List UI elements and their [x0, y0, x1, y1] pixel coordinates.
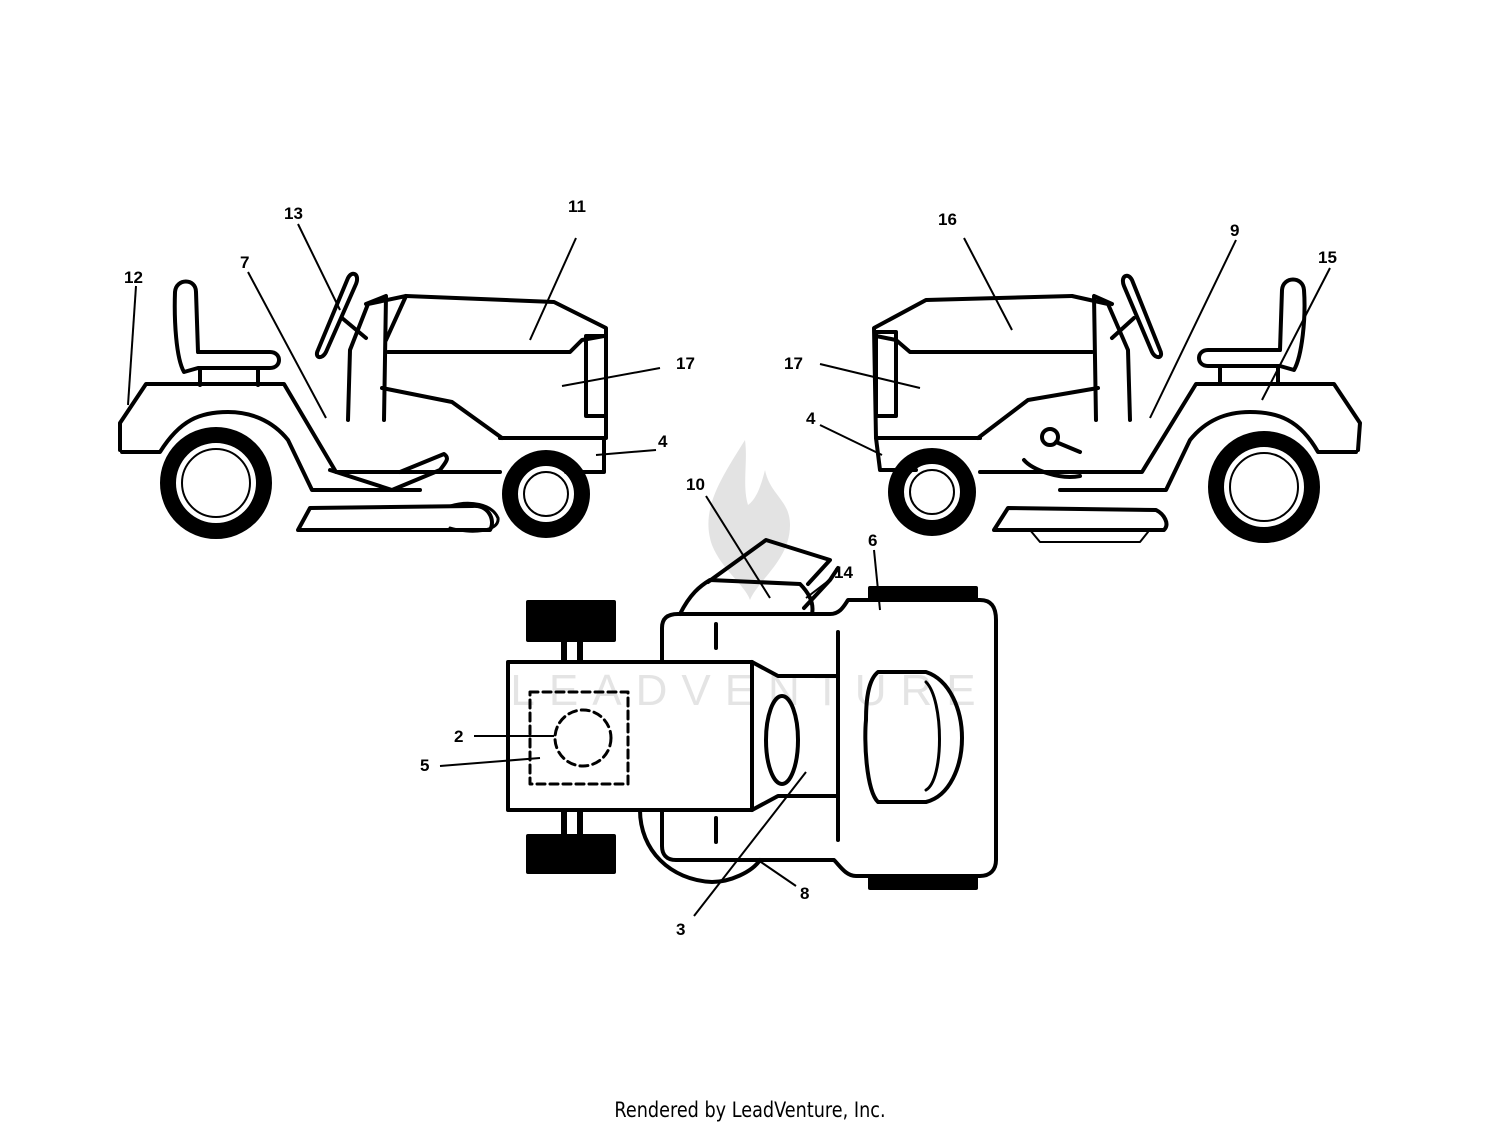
tractor-top-view: [506, 538, 998, 890]
callout-16: 16: [938, 210, 957, 229]
callout-5: 5: [420, 756, 429, 775]
top-view-callouts: 10 14 6 2 5 3 8: [420, 475, 877, 939]
callout-14: 14: [834, 563, 853, 582]
footer-credit: Rendered by LeadVenture, Inc.: [614, 1098, 886, 1122]
right-view-leader-lines: [819, 237, 1331, 456]
hood: [872, 294, 1074, 440]
steering-wheel: [315, 271, 359, 359]
callout-4: 4: [806, 409, 816, 428]
callout-6: 6: [868, 531, 877, 550]
callout-11: 11: [568, 197, 586, 216]
callout-12: 12: [124, 268, 143, 287]
discharge-chute: [678, 578, 815, 616]
right-view-callouts: 16 9 15 17 4: [784, 210, 1337, 428]
hood-top: [863, 670, 964, 804]
callout-17: 17: [784, 354, 803, 373]
callout-7: 7: [240, 253, 249, 272]
callout-8: 8: [800, 884, 809, 903]
rear-wheel: [1208, 431, 1320, 543]
rear-wheel-bottom: [526, 834, 616, 874]
left-view-leader-lines: [127, 223, 661, 456]
top-view-leader-lines: [439, 495, 881, 917]
left-view-callouts: 12 13 7 11 17 4: [124, 197, 695, 451]
watermark-flame-icon: [708, 440, 790, 600]
rear-fender: [118, 382, 502, 474]
hood: [404, 294, 608, 440]
callout-13: 13: [284, 204, 303, 223]
rear-wheel-top: [526, 600, 616, 642]
callout-15: 15: [1318, 248, 1337, 267]
tractor-left-side-view: [118, 271, 608, 539]
callout-3: 3: [676, 920, 685, 939]
callout-2: 2: [454, 727, 463, 746]
callout-4: 4: [658, 432, 668, 451]
front-wheel: [888, 448, 976, 536]
tractor-right-side-view: [872, 273, 1362, 543]
rear-wheel: [160, 427, 272, 539]
front-wheel: [502, 450, 590, 538]
callout-10: 10: [686, 475, 705, 494]
mower-deck: [992, 506, 1169, 532]
callout-17: 17: [676, 354, 695, 373]
rear-fender: [978, 382, 1362, 474]
seat-outline: [1197, 277, 1307, 372]
callout-9: 9: [1230, 221, 1239, 240]
mower-deck: [296, 503, 494, 532]
seat-outline: [172, 279, 281, 374]
steering-wheel: [1121, 273, 1163, 359]
steering-top: [764, 694, 800, 786]
